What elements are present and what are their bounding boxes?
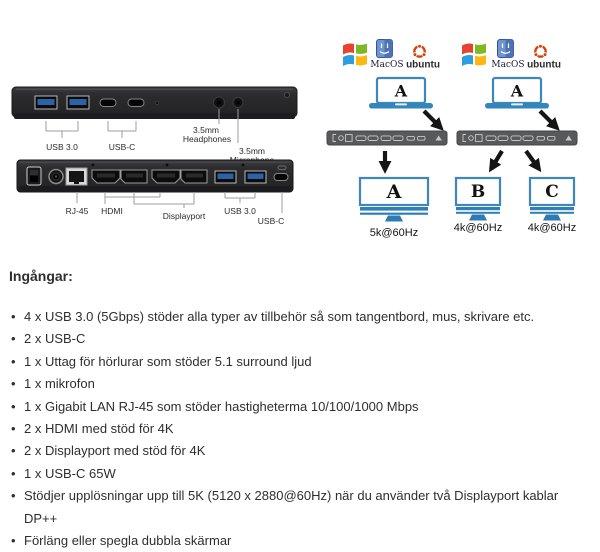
specs-heading: Ingångar: (9, 268, 73, 284)
macos-logo-icon (375, 38, 394, 59)
arrow-icon (488, 149, 504, 173)
windows-logo-icon (462, 43, 486, 66)
macos-label: MacOS (491, 60, 524, 70)
callout-line (224, 192, 256, 203)
list-item: 1 x mikrofon (8, 373, 592, 396)
back-usbc-label: USB-C (258, 216, 284, 226)
ubuntu-label: ubuntu (527, 60, 561, 71)
monitor-letter: B (471, 182, 485, 202)
back-usb30-label: USB 3.0 (224, 206, 256, 216)
front-usb30-label: USB 3.0 (46, 142, 78, 152)
monitor-icon: C (528, 176, 576, 221)
screw (164, 162, 170, 168)
diagrams-svg: MacOS ubuntu A A 5k@60Hz MacOS ubuntu A (326, 38, 578, 239)
usb-a-port (214, 170, 237, 184)
list-item: 2 x USB-C (8, 328, 592, 351)
list-item: 2 x Displayport med stöd för 4K (8, 440, 592, 463)
list-item: 1 x USB-C 65W (8, 463, 592, 486)
rj45-label: RJ-45 (66, 206, 89, 216)
dock-base (14, 113, 295, 119)
dock-icon (326, 130, 448, 146)
macos-label: MacOS (370, 60, 403, 70)
dc-power-jack (48, 168, 64, 185)
laptop-letter: A (510, 82, 524, 101)
arrow-icon (524, 149, 542, 173)
specs-list: 4 x USB 3.0 (5Gbps) stöder alla typer av… (8, 306, 592, 552)
back-view-photo: RJ-45 HDMI Displayport USB 3.0 USB-C (16, 159, 294, 226)
rj45-port (65, 167, 88, 186)
ubuntu-logo-icon (411, 42, 428, 59)
power-switch (26, 166, 42, 186)
ubuntu-logo-icon (532, 42, 549, 59)
screw (90, 162, 96, 168)
usb-a-port (34, 95, 58, 110)
monitor-letter: C (545, 182, 559, 202)
front-view-photo: USB 3.0 USB-C 3.5mm Headphones 3.5mm Mic… (11, 86, 298, 165)
resolution-label: 4k@60Hz (454, 222, 502, 234)
microphone-label-line1: 3.5mm (239, 146, 265, 156)
list-item: 1 x Uttag för hörlurar som stöder 5.1 su… (8, 351, 592, 374)
security-slot (283, 91, 291, 99)
headphones-label-line2: Headphones (183, 134, 231, 144)
usb-c-port (127, 98, 145, 107)
connection-diagrams: MacOS ubuntu A A 5k@60Hz MacOS ubuntu A (310, 30, 600, 250)
hdmi-port (151, 169, 181, 184)
front-usbc-label: USB-C (109, 142, 135, 152)
macos-logo-icon (496, 38, 515, 59)
resolution-label: 5k@60Hz (370, 227, 418, 239)
windows-logo-icon (343, 43, 367, 66)
list-item: 2 x HDMI med stöd för 4K (8, 418, 592, 441)
product-photos: USB 3.0 USB-C 3.5mm Headphones 3.5mm Mic… (0, 80, 300, 260)
displayport-port (120, 169, 148, 184)
displayport-port (180, 169, 208, 184)
usb-c-port (99, 98, 117, 107)
list-item: Stödjer upplösningar upp till 5K (5120 x… (8, 485, 592, 530)
resolution-label: 4k@60Hz (528, 222, 576, 234)
diagram-single-monitor: MacOS ubuntu A A 5k@60Hz (326, 38, 448, 239)
callout-line (104, 192, 161, 204)
usb-a-port (66, 95, 90, 110)
displayport-label: Displayport (163, 211, 206, 221)
headphones-label-line1: 3.5mm (193, 125, 219, 135)
monitor-letter: A (386, 181, 402, 203)
port-marking (277, 165, 287, 170)
laptop-letter: A (394, 82, 408, 101)
microphone-jack (232, 97, 244, 108)
monitor-icon: B (454, 176, 502, 221)
headphone-jack (213, 96, 225, 109)
list-item: 4 x USB 3.0 (5Gbps) stöder alla typer av… (8, 306, 592, 329)
diagram-dual-monitor: MacOS ubuntu A B 4k@60Hz C 4k@60Hz (454, 38, 578, 234)
list-item: 1 x Gigabit LAN RJ-45 som stöder hastigh… (8, 396, 592, 419)
list-item: Förläng eller spegla dubbla skärmar (8, 530, 592, 552)
callout-line (133, 192, 195, 208)
arrow-icon (538, 109, 560, 131)
hdmi-label: HDMI (101, 206, 123, 216)
dock-icon (456, 130, 578, 146)
dock-photos-svg: USB 3.0 USB-C 3.5mm Headphones 3.5mm Mic… (11, 86, 298, 226)
ubuntu-label: ubuntu (406, 60, 440, 71)
specs-section: Ingångar: 4 x USB 3.0 (5Gbps) stöder all… (8, 268, 592, 552)
arrow-icon (422, 109, 444, 131)
usb-a-port (244, 170, 267, 184)
screw (240, 162, 246, 168)
callout-line (45, 121, 79, 138)
usb-c-port (273, 173, 289, 181)
reset-pinhole (155, 101, 159, 105)
callout-line (107, 121, 137, 138)
hdmi-port (91, 169, 121, 184)
monitor-icon: A (358, 176, 430, 222)
